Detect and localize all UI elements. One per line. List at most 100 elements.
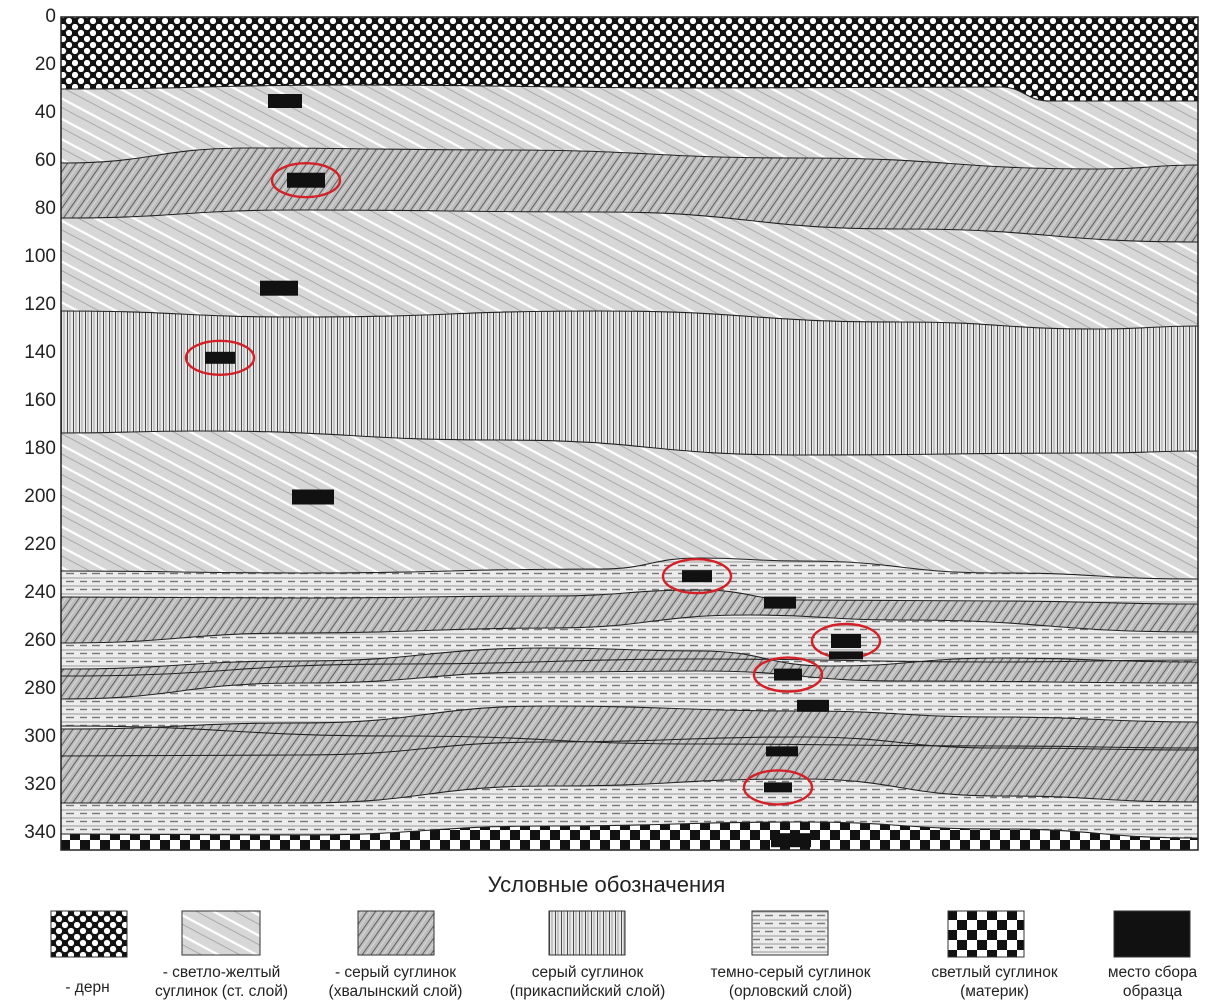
depth-tick-label: 180 [24,438,56,459]
layer-boundary-line [60,647,1199,670]
depth-tick-label: 40 [34,102,56,123]
legend-item-solid: место сбора образца [1065,908,1213,1003]
layer-boundary-line [60,310,1199,330]
soil-layer-dark-gray [61,615,1198,669]
depth-tick-label: 100 [24,246,56,267]
sample-marker [766,746,798,757]
layer-boundary-line [60,658,1199,677]
highlight-circle [742,769,814,806]
sample-marker [797,699,829,712]
legend-label-line2: (орловский слой) [728,983,853,1000]
depth-tick-label: 300 [24,726,56,747]
legend-item-checker: светлый суглинок (материк) [907,908,1082,1003]
soil-layer-gray-hvalyn [61,706,1198,803]
legend-label-line2: (хвалынский слой) [328,983,463,1000]
soil-layer-gray-hvalyn [61,590,1198,643]
soil-layer-gray-hvalyn [61,148,1198,242]
layer-boundary-line [60,209,1199,243]
soil-layer-dark-gray [61,779,1198,838]
depth-tick-label: 340 [24,822,56,843]
legend-item-dots: - дерн [0,908,175,1003]
depth-tick-label: 60 [34,150,56,171]
soil-layer-dots [61,17,1198,101]
sample-marker [682,570,712,583]
layer-boundary-line [60,705,1199,730]
sample-marker [764,782,792,793]
legend-label-line1: светлый суглинок [931,964,1058,981]
sample-marker [287,172,325,188]
depth-tick-label: 220 [24,534,56,555]
layer-boundary-line [60,430,1199,456]
legend-swatch-dark-gray [751,910,829,956]
depth-tick-label: 0 [45,6,56,27]
highlight-circle [661,558,733,595]
legend-swatch-gray-hvalyn [357,910,435,956]
legend-swatch-checker [947,910,1025,958]
layer-boundary-line [60,725,1199,749]
layer-boundary-line [60,589,1199,605]
legend-label: место сбора образца [1065,963,1213,1001]
legend-label-line2: образца [1122,983,1183,1000]
legend-label-line1: темно-серый суглинок [710,964,871,981]
legend-label: темно-серый суглинок (орловский слой) [703,963,878,1001]
depth-tick-label: 260 [24,630,56,651]
soil-layers [61,17,1198,850]
sample-marker [292,489,334,505]
depth-tick-label: 200 [24,486,56,507]
legend-swatch-vertical [548,910,626,956]
depth-tick-label: 80 [34,198,56,219]
section-frame [60,16,1199,851]
legend-label: - дерн [0,978,175,997]
soil-layer-light-yellow [61,431,1198,579]
legend-label-line1: - светло-желтый [162,964,281,981]
soil-layer-checker [61,822,1198,850]
sample-marker [260,280,298,296]
legend-label: светлый суглинок (материк) [907,963,1082,1001]
layer-boundary-line [61,778,1199,804]
legend-swatch-dots [50,910,128,958]
sample-marker [764,596,796,609]
legend-item-gray-hvalyn: - серый суглинок (хвалынский слой) [308,908,483,1003]
legend-label: - серый суглинок (хвалынский слой) [308,963,483,1001]
layer-boundary-line [60,821,1199,839]
layer-boundary-line [60,736,1199,757]
depth-tick-label: 20 [34,54,56,75]
sample-marker [771,833,811,848]
legend-label-line1: - серый суглинок [334,964,457,981]
soil-layer-light-yellow [61,85,1198,169]
layer-boundary-line [60,84,1198,102]
legend-label-line1: место сбора [1107,964,1198,981]
depth-tick-label: 320 [24,774,56,795]
legend-label-line2: суглинок (ст. слой) [154,983,289,1000]
depth-tick-label: 160 [24,390,56,411]
layer-boundary-line [60,557,1199,580]
highlight-circle [184,339,256,376]
soil-section-diagram [60,16,1199,851]
depth-tick-label: 240 [24,582,56,603]
layer-boundary-line [60,614,1199,644]
legend-label: серый суглинок (прикаспийский слой) [500,963,675,1001]
depth-tick-label: 120 [24,294,56,315]
layer-boundaries [60,84,1199,839]
layer-boundary-line [60,670,1199,700]
sample-marker [205,351,235,364]
legend-title: Условные обозначения [487,872,726,897]
depth-tick-label: 140 [24,342,56,363]
highlight-circle [752,656,824,693]
legend-label: - светло-желтый суглинок (ст. слой) [134,963,309,1001]
legend-label-line2: (материк) [960,983,1029,1000]
legend-swatch-solid [1113,910,1191,958]
legend-item-vertical: серый суглинок (прикаспийский слой) [500,908,675,1003]
sample-marker [268,94,302,108]
soil-layer-vertical [61,311,1198,455]
legend-label-line1: серый суглинок [531,964,644,981]
legend-label-line2: (прикаспийский слой) [509,983,666,1000]
sample-marker [831,634,861,648]
soil-layer-light-yellow [61,210,1198,329]
legend-swatch-light-yellow [181,910,261,956]
soil-layer-dark-gray [61,558,1198,604]
sample-marker [829,651,863,660]
legend-item-light-yellow: - светло-желтый суглинок (ст. слой) [134,908,309,1003]
sample-markers [184,94,882,848]
legend-item-dark-gray: темно-серый суглинок (орловский слой) [703,908,878,1003]
